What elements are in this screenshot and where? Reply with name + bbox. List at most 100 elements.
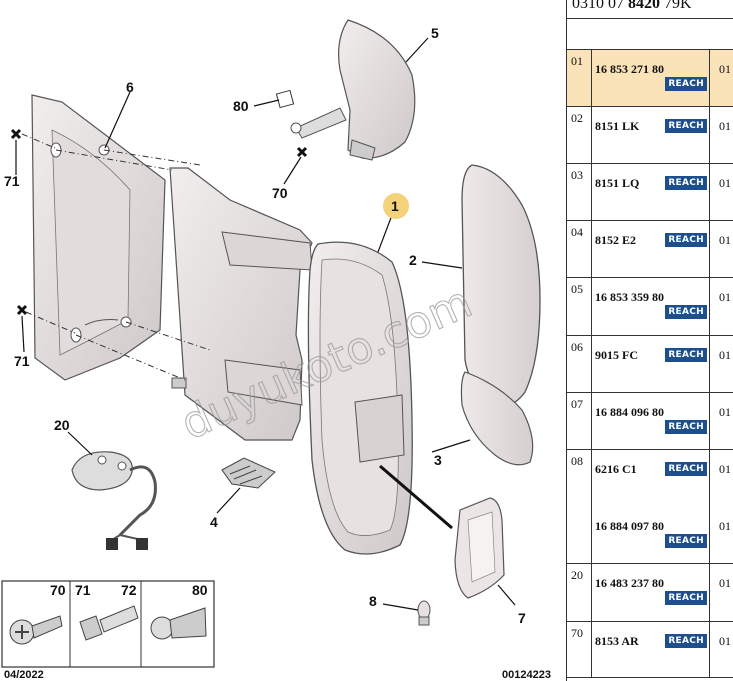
footer-code: 00124223 (502, 669, 551, 681)
reach-badge: REACH (665, 176, 707, 190)
callout-1[interactable]: 1 (391, 198, 399, 214)
part-index: 06 (567, 336, 592, 392)
part-6-mounting-plate[interactable] (31, 94, 166, 381)
callout-80[interactable]: 80 (233, 98, 249, 114)
part-quantity: 01 (719, 348, 731, 362)
callout-1-circle (383, 193, 409, 219)
fastener-legend: 70 71 72 80 (1, 580, 215, 668)
part-2-mirror-glass[interactable] (461, 164, 541, 407)
part-reference[interactable]: 16 884 097 80 (595, 519, 664, 533)
part-reference[interactable]: 16 853 271 80 (595, 62, 664, 76)
legend-70[interactable]: 70 (50, 582, 66, 598)
part-7-indicator-lamp[interactable] (454, 497, 505, 599)
part-index: 70 (567, 622, 592, 677)
part-1-mirror-body[interactable] (169, 167, 413, 555)
reach-badge: REACH (665, 534, 707, 548)
legend-72[interactable]: 72 (121, 582, 137, 598)
qty-column (709, 221, 733, 277)
part-8-bulb[interactable] (417, 600, 431, 626)
part-quantity: 01 (719, 634, 731, 648)
part-index: 08 (567, 450, 592, 563)
qty-column (709, 278, 733, 335)
reach-badge: REACH (665, 233, 707, 247)
callout-7[interactable]: 7 (518, 610, 526, 626)
part-quantity: 01 (719, 576, 731, 590)
part-index: 04 (567, 221, 592, 277)
part-index: 01 (567, 50, 592, 106)
ref-prefix: 0310 07 (572, 0, 628, 12)
part-quantity: 01 (719, 462, 731, 476)
part-quantity: 01 (719, 519, 731, 533)
part-reference[interactable]: 8151 LK (595, 119, 640, 133)
part-reference[interactable]: 9015 FC (595, 348, 638, 362)
callout-5[interactable]: 5 (431, 25, 439, 41)
assembly-lines (21, 133, 211, 381)
reach-badge: REACH (665, 305, 707, 319)
callout-71-top[interactable]: 71 (4, 173, 20, 189)
part-index: 07 (567, 393, 592, 449)
part-20-wiring-harness[interactable] (71, 451, 157, 550)
screw-70-icon (9, 615, 63, 645)
part-reference[interactable]: 6216 C1 (595, 462, 637, 476)
reach-badge: REACH (665, 634, 707, 648)
callout-4[interactable]: 4 (210, 514, 218, 530)
reach-badge: REACH (665, 462, 707, 476)
callout-labels: 1 2 3 4 5 6 7 8 20 70 71 71 80 (4, 25, 526, 626)
part-quantity: 01 (719, 405, 731, 419)
part-entry: 9015 FC REACH 01 (592, 336, 731, 382)
callout-2[interactable]: 2 (409, 252, 417, 268)
part-reference[interactable]: 16 483 237 80 (595, 576, 664, 590)
callout-20[interactable]: 20 (54, 417, 70, 433)
part-index: 03 (567, 164, 592, 220)
part-quantity: 01 (719, 176, 731, 190)
ref-bold: 8420 (628, 0, 660, 12)
reference-header: 0310 07 8420 79K (567, 0, 733, 19)
callout-8[interactable]: 8 (369, 593, 377, 609)
qty-column (709, 450, 733, 563)
part-quantity: 01 (719, 119, 731, 133)
reach-badge: REACH (665, 119, 707, 133)
callout-70[interactable]: 70 (272, 185, 288, 201)
part-3-lower-glass[interactable] (460, 371, 534, 466)
qty-column (709, 393, 733, 449)
part-reference[interactable]: 16 853 359 80 (595, 290, 664, 304)
clip-80-icon (150, 607, 207, 640)
footer-date: 04/2022 (4, 669, 44, 681)
part-reference[interactable]: 16 884 096 80 (595, 405, 664, 419)
part-reference[interactable]: 8151 LQ (595, 176, 640, 190)
part-entry: 8153 AR REACH 01 (592, 622, 731, 668)
part-index: 02 (567, 107, 592, 163)
part-index: 05 (567, 278, 592, 335)
part-reference[interactable]: 8153 AR (595, 634, 639, 648)
qty-column (709, 50, 733, 106)
reach-badge: REACH (665, 77, 707, 91)
legend-71[interactable]: 71 (75, 582, 91, 598)
callout-3[interactable]: 3 (434, 452, 442, 468)
reach-badge: REACH (665, 348, 707, 362)
part-5-upper-cover[interactable] (290, 19, 416, 161)
callout-71-bottom[interactable]: 71 (14, 353, 30, 369)
qty-column (709, 564, 733, 621)
legend-80[interactable]: 80 (192, 582, 208, 598)
part-entry: 8151 LQ REACH 01 (592, 164, 731, 210)
part-4-clip[interactable] (221, 457, 276, 489)
leader-lines (15, 37, 516, 611)
part-reference[interactable]: 8152 E2 (595, 233, 637, 247)
qty-column (709, 164, 733, 220)
callout-6[interactable]: 6 (126, 79, 134, 95)
